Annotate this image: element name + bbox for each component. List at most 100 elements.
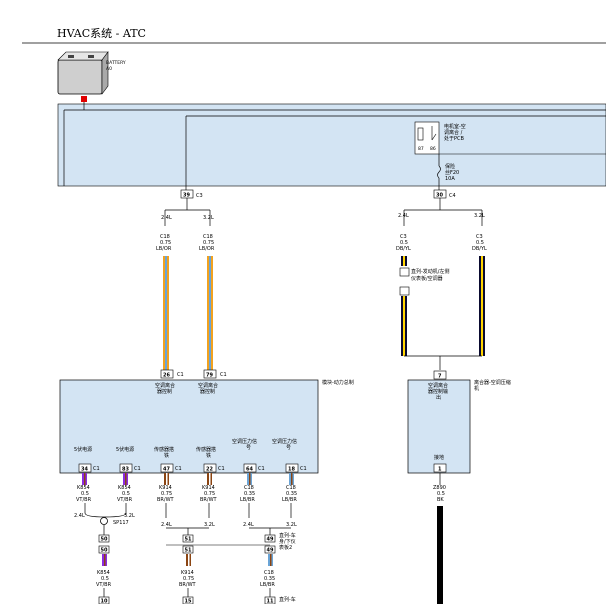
pcm-pin-18 <box>285 463 299 473</box>
compressor-inner-2: 器控制输 <box>428 388 448 395</box>
c18-dist-b: 3.2L <box>286 522 297 528</box>
pcm-bottom-desc-3b: 铁 <box>164 452 169 459</box>
wire-lower-lb-br <box>268 554 273 566</box>
pcm-module-name: 模块-动力总制 <box>322 379 354 386</box>
wire-left-b-color: LB/OR <box>199 246 215 252</box>
note-49-2: 身/下仪 <box>279 538 296 545</box>
wire-ground-bk <box>437 506 443 604</box>
wire-right-a-code: C3 <box>400 234 407 240</box>
pcm-pin-64 <box>243 463 257 473</box>
connector-10-number: 10 <box>101 599 108 604</box>
connector-49-top-number: 49 <box>267 537 274 543</box>
battery-icon <box>57 51 109 95</box>
connector-c3-pin-number: 39 <box>183 193 190 199</box>
wire-stub-vt-br-a <box>82 473 87 485</box>
page-title: HVAC系统 - ATC <box>57 27 146 40</box>
lower-wire-k854-color: VT/BR <box>96 582 112 588</box>
pcm-pin-26-conn: C1 <box>177 372 184 378</box>
wire-k854-b-code: K854 <box>118 485 131 491</box>
pcm-pin-26 <box>160 369 174 379</box>
connector-c4-label: C4 <box>449 193 456 199</box>
fuse-label-3: 10A <box>445 176 455 182</box>
pcm-pin-47-number: 47 <box>163 467 170 473</box>
relay-label-1: 电机室-空 <box>444 123 466 130</box>
connector-50-top-number: 50 <box>101 537 108 543</box>
note-11: 直列-车 <box>279 596 296 603</box>
compressor-name-2: 机 <box>474 385 479 392</box>
connector-c4-pin-number: 30 <box>436 193 443 199</box>
wire-z890-color: BK <box>437 497 444 503</box>
compressor-inner-1: 空调离合 <box>428 382 448 389</box>
wire-left-b-distance: 3.2L <box>203 215 214 221</box>
wire-right-b-distance: 3.2L <box>474 213 485 219</box>
wire-c18-b-size: 0.35 <box>286 491 297 497</box>
pcm-pin-79-conn: C1 <box>220 372 227 378</box>
k914-dist-b: 3.2L <box>204 522 215 528</box>
pcm-pin-79-desc-2: 器控制 <box>200 388 215 395</box>
compressor-ground-pin-number: 1 <box>438 467 442 473</box>
fuse-symbol <box>437 165 441 179</box>
wire-k854-a-code: K854 <box>77 485 90 491</box>
lower-wire-k914-size: 0.75 <box>183 576 194 582</box>
connector-51-top <box>182 534 194 543</box>
pcm-pin-26-number: 26 <box>163 373 170 379</box>
wire-right-a-color: DB/YL <box>396 246 411 252</box>
wire-k914-a-code: K914 <box>159 485 172 491</box>
wire-right-b-code: C3 <box>476 234 483 240</box>
lower-wire-c18-color: LB/BR <box>260 582 275 588</box>
compressor-pin-7 <box>433 370 447 380</box>
relay-symbol <box>414 121 440 155</box>
wire-k854-a-color: VT/BR <box>76 497 92 503</box>
right-inline-note-1: 直列-发动机/左侧 <box>411 268 450 275</box>
splice-label: SP117 <box>113 520 129 526</box>
fuse-label-2: 丝F20 <box>445 169 459 176</box>
connector-49-bottom <box>264 545 276 554</box>
relay-label-2: 调离合 / <box>444 129 463 136</box>
pcm-pin-83 <box>119 463 133 473</box>
wire-stub-lb-br-b <box>289 473 294 485</box>
connector-50-top <box>98 534 110 543</box>
splice-sp117 <box>100 517 108 525</box>
pcm-pin-22-conn: C1 <box>218 466 225 472</box>
battery-sub: A0 <box>106 66 112 72</box>
wire-c18-a-code: C18 <box>244 485 254 491</box>
battery-terminal <box>81 96 87 102</box>
wire-k854-b-color: VT/BR <box>117 497 133 503</box>
pcm-pin-47-conn: C1 <box>175 466 182 472</box>
pcm-bottom-desc-4b: 铁 <box>206 452 211 459</box>
relay-label-3: 处于PCB <box>444 135 465 142</box>
connector-51-bottom-number: 51 <box>185 548 192 554</box>
pcm-pin-64-number: 64 <box>246 467 253 473</box>
pcm-pin-79 <box>203 369 217 379</box>
pcm-pin-83-number: 83 <box>122 467 129 473</box>
pcm-pin-79-desc-1: 空调离合 <box>198 382 218 389</box>
wire-k854-a-size: 0.5 <box>81 491 89 497</box>
pcm-bottom-desc-3: 传感器搭 <box>154 446 174 453</box>
pcm-bottom-desc-4: 传感器搭 <box>196 446 216 453</box>
wire-lb-or-right <box>207 256 213 370</box>
lower-wire-c18-size: 0.35 <box>264 576 275 582</box>
wire-c18-a-size: 0.35 <box>244 491 255 497</box>
wire-lower-vt-br <box>102 554 107 566</box>
wire-db-yl-left <box>401 256 407 356</box>
connector-51-bottom <box>182 545 194 554</box>
wire-right-a-distance: 2.4L <box>398 213 409 219</box>
right-inline-note-2: 仪表板/空调器 <box>411 275 443 282</box>
lower-wire-k914-code: K914 <box>181 570 194 576</box>
lower-wire-k914-color: BR/WT <box>179 582 197 588</box>
wire-lb-or-left <box>163 256 169 370</box>
wire-left-b-code: C18 <box>203 234 213 240</box>
wire-z890-size: 0.5 <box>437 491 445 497</box>
pcm-bottom-desc-5: 空调压力信 <box>232 438 257 445</box>
connector-50-bottom <box>98 545 110 554</box>
relay-pin-87: 87 <box>418 146 424 152</box>
compressor-inner-3: 出 <box>436 394 441 401</box>
connector-inline-pin-bottom <box>399 286 410 296</box>
k914-dist-a: 2.4L <box>161 522 172 528</box>
note-49-1: 直列-车 <box>279 532 296 539</box>
connector-51-top-number: 51 <box>185 537 192 543</box>
wire-right-b-size: 0.5 <box>476 240 484 246</box>
pcm-pin-83-conn: C1 <box>134 466 141 472</box>
wire-c18-b-code: C18 <box>286 485 296 491</box>
battery-label: BATTERY <box>106 60 126 66</box>
